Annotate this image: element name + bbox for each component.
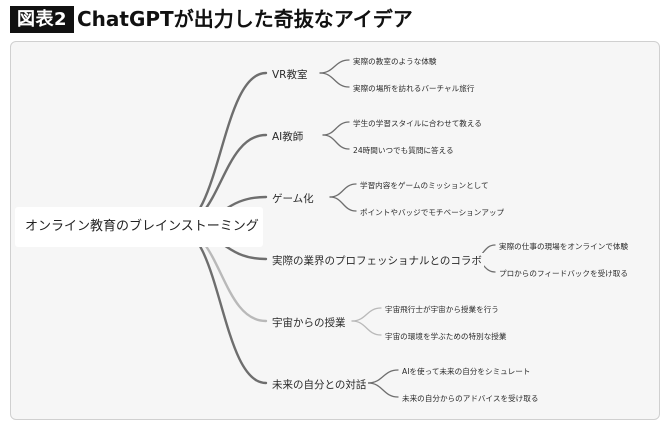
leaf-vr-classroom-2: 実際の場所を訪れるバーチャル旅行 (351, 83, 477, 94)
leaf-industry-collab-1: 実際の仕事の現場をオンラインで体験 (497, 241, 631, 252)
branch-0-to-leaf-connector-1 (319, 72, 350, 88)
figure-label-badge: 図表2 (10, 6, 75, 33)
leaf-ai-teacher-2: 24時間いつでも質問に答える (351, 145, 456, 156)
branch-5-to-leaf-connector-1 (367, 382, 399, 398)
leaf-ai-teacher-1: 学生の学習スタイルに合わせて教える (351, 118, 484, 129)
branch-1-to-leaf-connector-0 (322, 121, 350, 136)
branch-gamification: ゲーム化 (270, 191, 316, 206)
branch-ai-teacher: AI教師 (270, 129, 306, 144)
leaf-industry-collab-2: プロからのフィードバックを受け取る (497, 268, 630, 279)
branch-future-self: 未来の自分との対話 (270, 377, 369, 392)
root-to-branch-connector-5 (174, 225, 268, 385)
branch-5-to-leaf-connector-0 (367, 369, 399, 384)
branch-2-to-leaf-connector-1 (329, 196, 357, 212)
figure-header: 図表2 ChatGPTが出力した奇抜なアイデア (0, 0, 670, 36)
branch-industry-collab: 実際の業界のプロフェッショナルとのコラボ (270, 253, 484, 268)
branch-0-to-leaf-connector-0 (319, 59, 350, 74)
leaf-space-class-2: 宇宙の環境を学ぶための特別な授業 (383, 331, 509, 342)
branch-4-to-leaf-connector-0 (351, 307, 382, 322)
branch-1-to-leaf-connector-1 (322, 134, 350, 150)
root-to-branch-connector-0 (174, 71, 268, 229)
mindmap-root-node: オンライン教育のブレインストーミング (15, 207, 263, 247)
figure-title: ChatGPTが出力した奇抜なアイデア (77, 7, 413, 31)
branch-4-to-leaf-connector-1 (351, 320, 382, 336)
leaf-future-self-2: 未来の自分からのアドバイスを受け取る (400, 393, 541, 404)
branch-vr-classroom: VR教室 (270, 67, 310, 82)
leaf-space-class-1: 宇宙飛行士が宇宙から授業を行う (383, 304, 501, 315)
branch-2-to-leaf-connector-0 (329, 183, 357, 198)
leaf-gamification-1: 学習内容をゲームのミッションとして (358, 180, 491, 191)
leaf-gamification-2: ポイントやバッジでモチベーションアップ (358, 207, 507, 218)
branch-space-class: 宇宙からの授業 (270, 315, 348, 330)
mindmap-panel (10, 41, 660, 420)
leaf-future-self-1: AIを使って未来の自分をシミュレート (400, 366, 533, 377)
leaf-vr-classroom-1: 実際の教室のような体験 (351, 56, 439, 67)
